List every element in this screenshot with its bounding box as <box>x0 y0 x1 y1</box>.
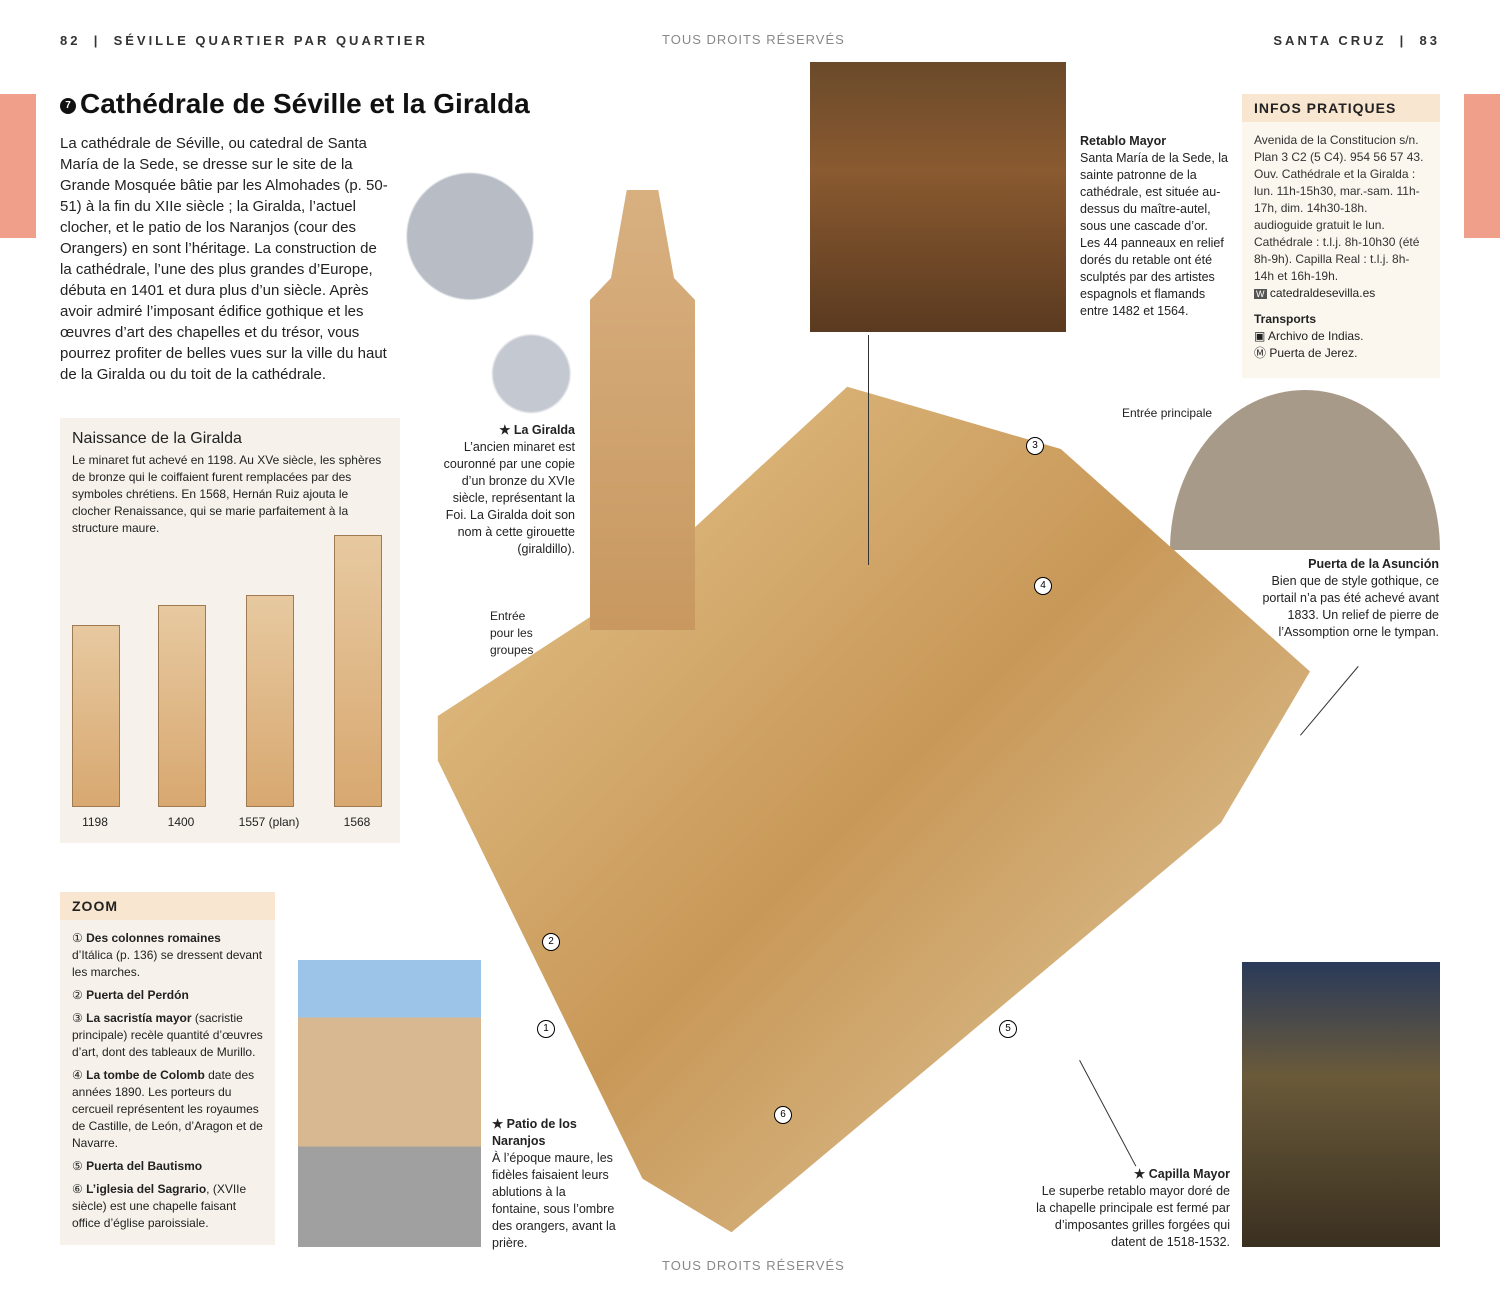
tower-illustration-1557 <box>246 595 294 807</box>
zoom-item-text: date des années 1890. Les porteurs du ce… <box>72 1068 263 1150</box>
metro-icon: Ⓜ <box>1254 346 1267 360</box>
tower-label: 1198 <box>82 815 108 829</box>
label-entree-principale: Entrée principale <box>1122 406 1213 420</box>
infos-text: Avenida de la Constitucion s/n. Plan 3 C… <box>1254 133 1424 283</box>
diagram-marker-6: 6 <box>774 1106 792 1124</box>
bus-icon: ▣ <box>1254 329 1266 343</box>
zoom-item-number: ② <box>72 988 83 1002</box>
zoom-item-title: L’iglesia del Sagrario <box>86 1182 207 1196</box>
zoom-item-number: ③ <box>72 1011 83 1025</box>
zoom-item-title: Puerta del Perdón <box>86 988 189 1002</box>
zoom-item-text: d’Itálica (p. 136) se dressent devant le… <box>72 948 263 979</box>
infos-pratiques-box: INFOS PRATIQUES Avenida de la Constituci… <box>1242 94 1440 378</box>
label-entree-groupes: Entrée pour les groupes <box>490 609 534 657</box>
caption-text: À l’époque maure, les fidèles faisaient … <box>492 1151 616 1250</box>
zoom-box: ZOOM ① Des colonnes romaines d’Itálica (… <box>60 892 275 1245</box>
caption-capilla: ★ Capilla Mayor Le superbe retablo mayor … <box>1030 1166 1230 1251</box>
zoom-item: ⑥ L’iglesia del Sagrario, (XVIIe siècle)… <box>72 1181 263 1232</box>
diagram-marker-5: 5 <box>999 1020 1017 1038</box>
diagram-marker-4: 4 <box>1034 577 1052 595</box>
web-icon: W <box>1254 289 1267 299</box>
leader-line <box>868 335 869 565</box>
tower-label: 1400 <box>167 815 195 829</box>
page-number-left: 82 <box>60 33 81 48</box>
zoom-title: ZOOM <box>60 892 275 920</box>
caption-title: Retablo Mayor <box>1080 134 1167 148</box>
tower-label: 1557 (plan) <box>238 815 300 829</box>
diagram-marker-2: 2 <box>542 933 560 951</box>
zoom-list: ① Des colonnes romaines d’Itálica (p. 13… <box>60 920 275 1232</box>
zoom-item-number: ⑥ <box>72 1182 83 1196</box>
tower-illustration-1198 <box>72 625 120 807</box>
zoom-item: ② Puerta del Perdón <box>72 987 263 1004</box>
zoom-item-text: (sacristie principale) recèle quantité d… <box>72 1011 263 1059</box>
caption-title: ★ Capilla Mayor <box>1134 1167 1230 1181</box>
leader-line <box>1079 1060 1137 1167</box>
metro-stop: Puerta de Jerez. <box>1269 346 1358 360</box>
caption-title: ★ Patio de los Naranjos <box>492 1117 577 1148</box>
infos-title: INFOS PRATIQUES <box>1242 94 1440 122</box>
title-number-badge: 7 <box>60 97 76 114</box>
title-text: Cathédrale de Séville et la Giralda <box>80 88 530 119</box>
retablo-mayor-image <box>810 62 1066 332</box>
diagram-marker-3: 3 <box>1026 437 1044 455</box>
section-title-left: SÉVILLE QUARTIER PAR QUARTIER <box>113 33 428 48</box>
tower-illustration-1400 <box>158 605 206 807</box>
bus-stop: Archivo de Indias. <box>1268 329 1364 343</box>
metro-line: Ⓜ Puerta de Jerez. <box>1242 345 1440 362</box>
zoom-item-title: La tombe de Colomb <box>86 1068 205 1082</box>
caption-text: L’ancien minaret est couronné par une co… <box>443 440 575 556</box>
header-left: 82 | SÉVILLE QUARTIER PAR QUARTIER <box>60 33 428 48</box>
zoom-item: ④ La tombe de Colomb date des années 189… <box>72 1067 263 1152</box>
patio-naranjos-photo <box>298 960 481 1247</box>
zoom-item-text: , (XVIIe siècle) est une chapelle faisan… <box>72 1182 247 1230</box>
bus-line: ▣ Archivo de Indias. <box>1242 328 1440 345</box>
page-tab-right <box>1464 94 1500 238</box>
box-text: Le minaret fut achevé en 1198. Au XVe si… <box>72 453 382 535</box>
website-link[interactable]: W catedraldesevilla.es <box>1242 285 1440 303</box>
caption-title: Puerta de la Asunción <box>1308 557 1439 571</box>
box-title: Naissance de la Giralda <box>72 430 242 447</box>
zoom-item-number: ① <box>72 931 83 945</box>
zoom-item: ③ La sacristía mayor (sacristie principa… <box>72 1010 263 1061</box>
website-text: catedraldesevilla.es <box>1269 286 1376 300</box>
transports-title: Transports <box>1254 312 1317 326</box>
leader-line <box>1300 666 1359 736</box>
watermark-top: TOUS DROITS RÉSERVÉS <box>662 32 845 47</box>
capilla-mayor-photo <box>1242 962 1440 1247</box>
watermark-bottom: TOUS DROITS RÉSERVÉS <box>662 1258 845 1273</box>
tower-illustration-1568 <box>334 535 382 807</box>
zoom-item-title: La sacristía mayor <box>86 1011 192 1025</box>
zoom-item-title: Des colonnes romaines <box>86 931 221 945</box>
caption-title: ★ La Giralda <box>499 423 575 437</box>
zoom-item-number: ④ <box>72 1068 83 1082</box>
caption-text: Le superbe retablo mayor doré de la chap… <box>1036 1184 1230 1249</box>
zoom-item-number: ⑤ <box>72 1159 83 1173</box>
page-number-right: 83 <box>1419 33 1440 48</box>
caption-text: Bien que de style gothique, ce portail n… <box>1262 574 1439 639</box>
zoom-item-title: Puerta del Bautismo <box>86 1159 203 1173</box>
intro-text: La cathédrale de Séville, ou catedral de… <box>60 135 388 383</box>
tower-label: 1568 <box>343 815 371 829</box>
zoom-item: ① Des colonnes romaines d’Itálica (p. 13… <box>72 930 263 981</box>
giralda-tower-illustration <box>590 190 695 630</box>
giralda-evolution-box: Naissance de la Giralda Le minaret fut a… <box>60 418 400 843</box>
section-title-right: SANTA CRUZ <box>1273 33 1387 48</box>
header-right: SANTA CRUZ | 83 <box>1273 33 1440 48</box>
zoom-item: ⑤ Puerta del Bautismo <box>72 1158 263 1175</box>
diagram-marker-1: 1 <box>537 1020 555 1038</box>
caption-text: Santa María de la Sede, la sainte patron… <box>1080 151 1229 318</box>
giraldillo-weathervane-image <box>400 140 575 415</box>
page-tab-left <box>0 94 36 238</box>
